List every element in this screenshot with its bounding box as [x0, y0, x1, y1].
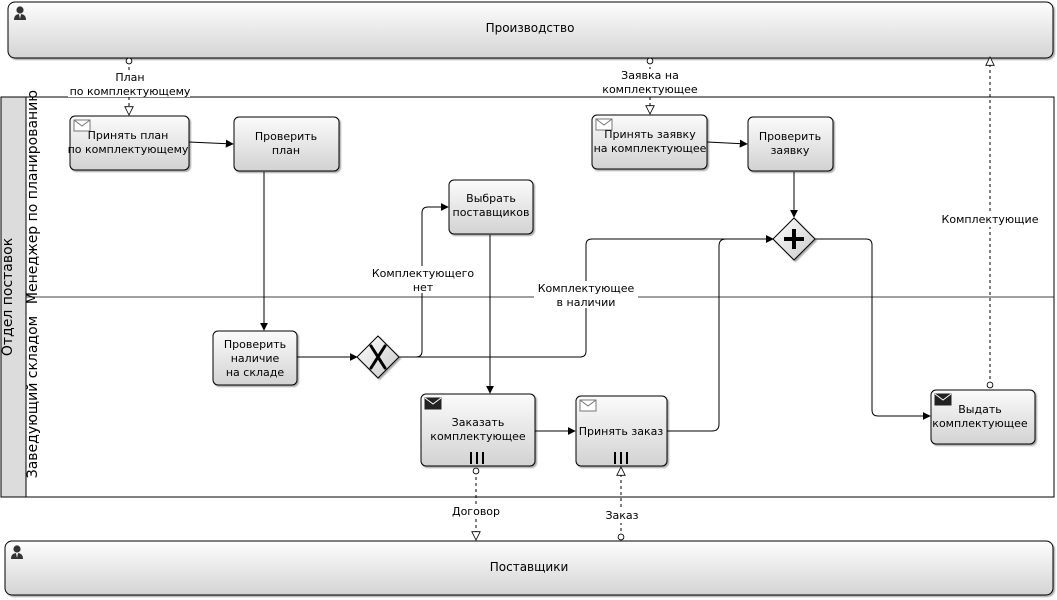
task-issue-parts[interactable]: Выдать комплектующее: [930, 389, 1036, 445]
svg-text:Принять заказ: Принять заказ: [579, 425, 664, 438]
pool-production[interactable]: Производство: [7, 1, 1054, 59]
lane-warehouse-head-title: Заведующий складом: [25, 316, 41, 479]
svg-text:нет: нет: [413, 281, 434, 294]
pool-suppliers[interactable]: Поставщики: [4, 540, 1054, 596]
svg-text:комплектующее: комплектующее: [430, 430, 526, 443]
svg-text:Выбрать: Выбрать: [466, 192, 516, 205]
svg-text:заявку: заявку: [771, 144, 810, 157]
task-check-request[interactable]: Проверить заявку: [747, 116, 834, 172]
svg-text:на комплектующее: на комплектующее: [594, 142, 707, 155]
svg-text:Проверить: Проверить: [255, 130, 317, 143]
task-check-plan[interactable]: Проверить план: [233, 116, 340, 172]
envelope-outline-icon: [73, 119, 91, 132]
svg-text:Проверить: Проверить: [759, 130, 821, 143]
svg-text:комплектующее: комплектующее: [602, 83, 698, 96]
task-order-parts[interactable]: Заказать комплектующее: [420, 393, 536, 467]
flow-request-to-check: [706, 139, 748, 148]
label-in-stock: Комплектующее в наличии: [538, 282, 635, 309]
svg-text:Заявка на: Заявка на: [621, 69, 679, 82]
svg-text:комплектующее: комплектующее: [932, 417, 1028, 430]
svg-text:поставщиков: поставщиков: [453, 206, 530, 219]
task-choose-suppliers[interactable]: Выбрать поставщиков: [448, 179, 534, 235]
svg-text:план: план: [272, 144, 300, 157]
flow-plan-to-check: [188, 139, 234, 148]
task-check-stock[interactable]: Проверить наличие на складе: [212, 330, 298, 386]
lane-planning-manager-title: Менеджер по планированию: [25, 90, 41, 304]
label-request: Заявка на комплектующее: [602, 69, 698, 96]
svg-text:Комплектующего: Комплектующего: [372, 267, 475, 280]
pool-header: [0, 96, 27, 498]
svg-text:Заказать: Заказать: [452, 416, 505, 429]
svg-text:Принять заявку: Принять заявку: [604, 128, 696, 141]
label-no-part: Комплектующего нет: [372, 267, 475, 294]
user-icon: [11, 545, 23, 559]
envelope-filled-icon: [934, 393, 952, 406]
task-accept-plan[interactable]: Принять план по комплектующему: [68, 115, 190, 171]
svg-text:по комплектующему: по комплектующему: [68, 143, 189, 156]
svg-text:План: План: [115, 71, 144, 84]
svg-text:Принять план: Принять план: [88, 129, 169, 142]
label-plan: План по комплектующему: [70, 71, 191, 98]
svg-text:в наличии: в наличии: [557, 296, 616, 309]
plus-gateway-icon[interactable]: [772, 217, 816, 261]
x-gateway-icon[interactable]: [356, 335, 400, 379]
svg-text:наличие: наличие: [231, 352, 280, 365]
svg-text:Выдать: Выдать: [958, 403, 1001, 416]
pool-production-title: Производство: [486, 21, 575, 35]
envelope-filled-icon: [424, 397, 442, 410]
svg-text:Комплектующее: Комплектующее: [538, 282, 635, 295]
label-contract: Договор: [452, 505, 500, 518]
svg-text:Проверить: Проверить: [224, 338, 286, 351]
pool-supply-dept-title: Отдел поставок: [0, 238, 16, 356]
svg-text:по комплектующему: по комплектующему: [70, 85, 191, 98]
envelope-outline-icon: [579, 399, 597, 412]
pool-suppliers-title: Поставщики: [490, 560, 569, 574]
label-parts: Комплектующие: [942, 213, 1039, 226]
svg-text:на складе: на складе: [226, 366, 284, 379]
task-accept-request[interactable]: Принять заявку на комплектующее: [591, 114, 708, 170]
user-icon: [14, 6, 26, 20]
task-accept-order[interactable]: Принять заказ: [575, 395, 668, 467]
parallel-multi-instance-icon: [470, 452, 484, 464]
envelope-outline-icon: [595, 118, 613, 131]
flow-accept-to-and: [667, 235, 774, 432]
flow-and-to-issue: [815, 238, 931, 420]
parallel-multi-instance-icon: [614, 452, 628, 464]
label-order: Заказ: [605, 509, 638, 522]
